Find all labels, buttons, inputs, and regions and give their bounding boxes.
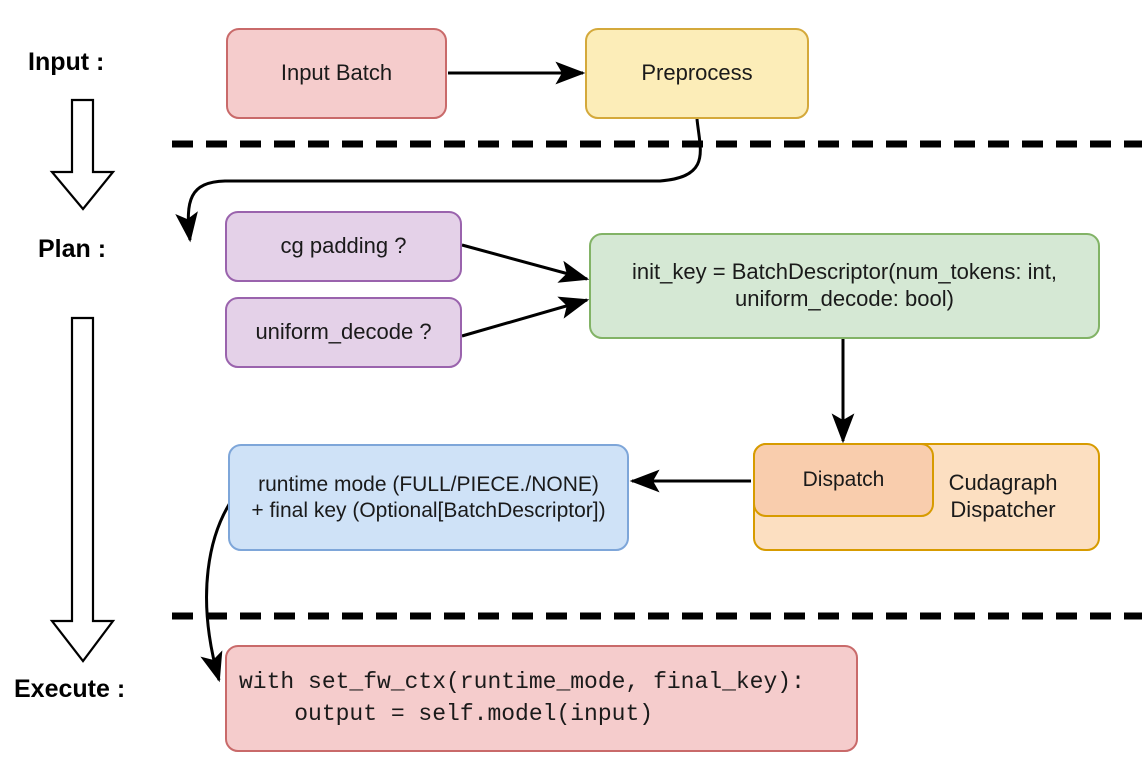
- node-runtime-mode-line1: runtime mode (FULL/PIECE./NONE): [258, 472, 599, 496]
- node-preprocess-label: Preprocess: [641, 60, 753, 86]
- node-execute-code-line1: with set_fw_ctx(runtime_mode, final_key)…: [239, 669, 805, 696]
- stage-label-input: Input :: [28, 48, 105, 76]
- node-uniform-decode-label: uniform_decode ?: [255, 319, 432, 345]
- node-dispatch-label: Dispatch: [802, 468, 885, 492]
- node-execute-code[interactable]: with set_fw_ctx(runtime_mode, final_key)…: [225, 645, 858, 752]
- plan-to-execute-block-arrow: [49, 316, 116, 663]
- uniform-decode-to-init-key-arrow: [461, 296, 590, 338]
- cg-padding-to-init-key-arrow: [461, 243, 590, 283]
- node-input-batch[interactable]: Input Batch: [226, 28, 447, 119]
- node-init-key-line1: init_key = BatchDescriptor(num_tokens: i…: [632, 259, 1057, 285]
- node-init-key[interactable]: init_key = BatchDescriptor(num_tokens: i…: [589, 233, 1100, 339]
- node-preprocess[interactable]: Preprocess: [585, 28, 809, 119]
- node-cudagraph-dispatcher-line2: Dispatcher: [950, 497, 1056, 522]
- node-cudagraph-dispatcher-line1: Cudagraph: [948, 470, 1058, 496]
- node-runtime-mode[interactable]: runtime mode (FULL/PIECE./NONE) + final …: [228, 444, 629, 551]
- stage-label-execute: Execute :: [14, 675, 126, 703]
- node-execute-code-line2: output = self.model(input): [239, 700, 654, 727]
- node-dispatch[interactable]: Dispatch: [753, 443, 934, 517]
- node-cg-padding[interactable]: cg padding ?: [225, 211, 462, 282]
- node-runtime-mode-line2: + final key (Optional[BatchDescriptor]): [251, 498, 606, 522]
- stage-label-plan: Plan :: [38, 235, 107, 263]
- node-uniform-decode[interactable]: uniform_decode ?: [225, 297, 462, 368]
- input-to-plan-block-arrow: [49, 98, 116, 211]
- node-init-key-line2: uniform_decode: bool): [735, 286, 954, 311]
- node-input-batch-label: Input Batch: [280, 60, 393, 86]
- node-cg-padding-label: cg padding ?: [280, 233, 407, 259]
